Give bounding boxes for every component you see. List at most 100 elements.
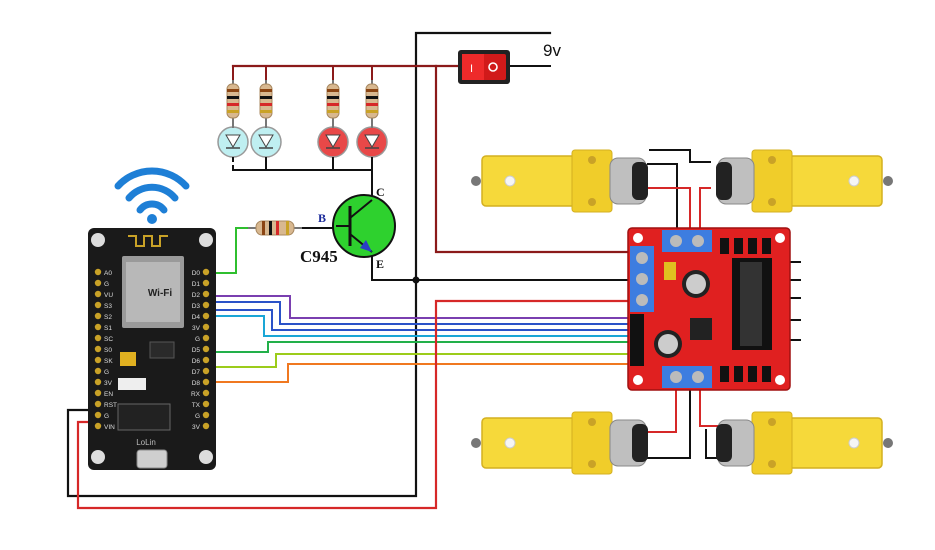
- led-resistor-1: [226, 80, 240, 124]
- left-pin: [94, 356, 102, 364]
- left-pin-label: VU: [104, 292, 113, 299]
- left-pin-label: G: [104, 369, 109, 376]
- wires: [66, 31, 801, 510]
- left-pin: [94, 345, 102, 353]
- wire-motor-br-red: [699, 389, 719, 427]
- left-pin: [94, 378, 102, 386]
- diode: [734, 366, 743, 382]
- wire-orange: [209, 363, 633, 383]
- left-pin: [94, 367, 102, 375]
- led-blue-2: [250, 124, 282, 162]
- wire-motor-tl-red: [647, 187, 691, 233]
- left-pin: [94, 323, 102, 331]
- transistor-model-label: C945: [300, 247, 338, 266]
- left-pin-label: G: [104, 413, 109, 420]
- left-pin-label: A0: [104, 270, 112, 277]
- wire-motor-br-black: [705, 429, 719, 459]
- left-pin: [94, 290, 102, 298]
- left-pin-label: S0: [104, 347, 112, 354]
- right-pin: [202, 422, 210, 430]
- nodemcu-board: Wi-Fi LoLin A0GVUS3S2S1SCS0SKG3VENRSTGVI…: [88, 228, 216, 470]
- right-pin-label: RX: [191, 391, 201, 398]
- led-red-2: [356, 124, 388, 162]
- motor-bottom-left: [471, 411, 648, 475]
- wire-blue-2: [209, 309, 633, 331]
- l298n-driver: [627, 227, 791, 391]
- right-pin: [202, 290, 210, 298]
- input-header: [630, 314, 644, 366]
- left-pin: [94, 279, 102, 287]
- wire-9v-to-driver: [434, 64, 634, 254]
- led-red-1: [317, 124, 349, 162]
- left-pin-label: S1: [104, 325, 112, 332]
- motor-top-right: [716, 149, 893, 213]
- right-pin-label: D6: [192, 358, 201, 365]
- motor-bottom-right: [716, 411, 893, 475]
- left-pin-label: S3: [104, 303, 112, 310]
- right-pin-label: 3V: [192, 424, 201, 431]
- right-pin: [202, 334, 210, 342]
- wire-black-main: [66, 31, 552, 498]
- left-pin-label: S2: [104, 314, 112, 321]
- left-pin-label: EN: [104, 391, 113, 398]
- wire-base-green: [209, 227, 251, 274]
- left-pin-label: G: [104, 281, 109, 288]
- wire-red-vin: [76, 299, 634, 510]
- right-pin: [202, 389, 210, 397]
- right-pin: [202, 301, 210, 309]
- right-pin-label: D4: [192, 314, 201, 321]
- right-pin: [202, 268, 210, 276]
- module-wifi-label: Wi-Fi: [148, 288, 173, 299]
- right-pin-label: 3V: [192, 325, 201, 332]
- wire-purple: [209, 295, 633, 319]
- right-pin-label: D1: [192, 281, 201, 288]
- diode: [734, 238, 743, 254]
- led-blue-1: [217, 124, 249, 162]
- wire-led-cathode-bus: [232, 159, 373, 171]
- wire-motor-bl-black: [647, 389, 691, 459]
- right-pin: [202, 323, 210, 331]
- wire-lime: [209, 353, 633, 368]
- transistor-collector-label: C: [376, 185, 385, 199]
- right-pin-label: G: [195, 336, 200, 343]
- right-pin: [202, 367, 210, 375]
- right-pin-label: D3: [192, 303, 201, 310]
- left-pin: [94, 301, 102, 309]
- board-bottom-label: LoLin: [136, 438, 156, 447]
- power-switch[interactable]: I: [458, 50, 510, 84]
- right-pin: [202, 312, 210, 320]
- left-pin-label: 3V: [104, 380, 113, 387]
- right-pin-label: G: [195, 413, 200, 420]
- emitter-arrow-icon: [360, 240, 372, 252]
- wifi-icon: [114, 167, 190, 224]
- battery-label: 9v: [543, 41, 561, 60]
- terminal-bottom: [662, 366, 712, 388]
- motor-top-left: [471, 149, 648, 213]
- diode: [762, 238, 771, 254]
- led-resistor-4: [365, 80, 379, 124]
- wire-motor-tr-red: [699, 187, 711, 233]
- transistor-base-label: B: [318, 211, 326, 225]
- diode: [720, 366, 729, 382]
- wire-emitter: [371, 255, 633, 281]
- left-pin: [94, 268, 102, 276]
- wire-blue-1: [209, 301, 633, 325]
- right-pin-label: D8: [192, 380, 201, 387]
- left-pin: [94, 389, 102, 397]
- diode: [762, 366, 771, 382]
- diode: [748, 238, 757, 254]
- left-pin-label: RST: [104, 402, 117, 409]
- right-pin: [202, 356, 210, 364]
- left-pin: [94, 334, 102, 342]
- right-pin: [202, 411, 210, 419]
- right-pin-label: D0: [192, 270, 201, 277]
- diode: [748, 366, 757, 382]
- right-pin: [202, 279, 210, 287]
- wire-green2: [209, 341, 633, 353]
- usb-chip: [117, 403, 171, 431]
- wire-motor-tr-black: [649, 149, 711, 163]
- transistor-c945: B C E C945: [300, 185, 396, 271]
